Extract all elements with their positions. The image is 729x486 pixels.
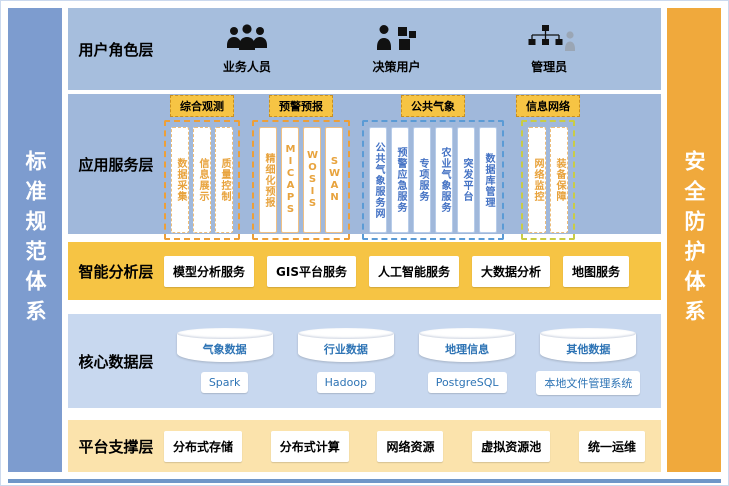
platform-service-box: 分布式存储 (164, 430, 243, 462)
app-service-pill: 预警应急服务 (391, 127, 409, 233)
app-group-public-weather: 公共气象 公共气象服务网 预警应急服务 专项服务 农业气象服务 突发平台 数据库… (362, 95, 504, 240)
app-service-pill: 数据库管理 (479, 127, 497, 233)
right-bar-label: 安全防护体系 (682, 150, 706, 330)
decision-user-icon (375, 24, 419, 56)
right-security-bar: 安全防护体系 (667, 8, 721, 472)
layer-intelligent-analysis: 智能分析层 模型分析服务 GIS平台服务 人工智能服务 大数据分析 地图服务 (68, 242, 661, 300)
layer-title: 核心数据层 (78, 352, 154, 371)
layer-title: 用户角色层 (78, 40, 154, 59)
role-decision-users: 决策用户 (373, 24, 421, 75)
platform-service-list: 分布式存储 分布式计算 网络资源 虚拟资源池 统一运维 (164, 430, 661, 462)
app-service-pill: 农业气象服务 (435, 127, 453, 233)
app-group-observation: 综合观测 数据采集 信息展示 质量控制 (164, 95, 240, 240)
app-group-box: 公共气象服务网 预警应急服务 专项服务 农业气象服务 突发平台 数据库管理 (362, 120, 504, 240)
app-group-header: 公共气象 (401, 95, 465, 117)
platform-service-box: 统一运维 (578, 430, 645, 462)
analysis-service-box: 模型分析服务 (164, 255, 255, 287)
app-service-pill: 数据采集 (171, 127, 189, 233)
role-label: 业务人员 (222, 59, 271, 74)
app-group-box: 数据采集 信息展示 质量控制 (164, 120, 240, 240)
role-administrator: 管理员 (522, 24, 576, 75)
app-group-list: 综合观测 数据采集 信息展示 质量控制 预警预报 精细化预报 MICAPS WO… (164, 88, 661, 240)
database-label: 地理信息 (445, 343, 490, 356)
analysis-service-box: GIS平台服务 (267, 255, 356, 287)
app-service-pill: SWAN (325, 127, 343, 233)
data-system-box: 本地文件管理系统 (536, 370, 641, 395)
database-label: 气象数据 (202, 343, 247, 356)
role-list: 业务人员 决策用户 (164, 23, 661, 75)
users-group-icon (224, 23, 270, 56)
layer-user-role: 用户角色层 业务人员 决策用户 (68, 8, 661, 90)
database-cylinder-icon: 气象数据 (176, 327, 273, 362)
admin-orgchart-icon (522, 24, 576, 56)
database-label: 行业数据 (323, 343, 368, 356)
role-label: 决策用户 (372, 59, 421, 74)
database-cylinder-icon: 其他数据 (540, 327, 637, 362)
layer-title: 智能分析层 (78, 262, 154, 281)
left-standards-bar: 标准规范体系 (8, 8, 62, 472)
analysis-service-box: 地图服务 (563, 255, 630, 287)
app-group-header: 综合观测 (170, 95, 234, 117)
app-group-header: 信息网络 (516, 95, 580, 117)
app-group-forecast: 预警预报 精细化预报 MICAPS WOSIS SWAN (252, 95, 350, 240)
role-label: 管理员 (531, 59, 568, 74)
analysis-service-box: 人工智能服务 (368, 255, 459, 287)
database-cylinder-icon: 地理信息 (419, 327, 516, 362)
layer-core-data: 核心数据层 气象数据 行业数据 地理信息 其他数据 Spark Hadoop P… (68, 314, 661, 408)
app-service-pill: 网络监控 (528, 127, 546, 233)
app-group-header: 预警预报 (269, 95, 333, 117)
data-system-box: Spark (200, 372, 249, 393)
app-service-pill: 精细化预报 (259, 127, 277, 233)
platform-service-box: 分布式计算 (270, 430, 349, 462)
layer-title: 平台支撑层 (78, 437, 154, 456)
analysis-service-list: 模型分析服务 GIS平台服务 人工智能服务 大数据分析 地图服务 (164, 255, 661, 287)
app-service-pill: 突发平台 (457, 127, 475, 233)
left-bar-label: 标准规范体系 (23, 150, 47, 330)
database-cylinder-icon: 行业数据 (297, 327, 394, 362)
analysis-service-box: 大数据分析 (472, 255, 551, 287)
app-service-pill: 专项服务 (413, 127, 431, 233)
layer-title: 应用服务层 (78, 155, 154, 174)
role-business-users: 业务人员 (222, 23, 271, 75)
app-service-pill: WOSIS (303, 127, 321, 233)
app-service-pill: 质量控制 (215, 127, 233, 233)
app-service-pill: 公共气象服务网 (369, 127, 387, 233)
app-service-pill: 信息展示 (193, 127, 211, 233)
database-label: 其他数据 (566, 343, 611, 356)
app-service-pill: MICAPS (281, 127, 299, 233)
platform-service-box: 网络资源 (377, 430, 444, 462)
bottom-border-strip (8, 479, 721, 483)
app-service-pill: 装备保障 (550, 127, 568, 233)
layer-application-service: 应用服务层 综合观测 数据采集 信息展示 质量控制 预警预报 精细化预报 MIC… (68, 94, 661, 240)
layer-platform-support: 平台支撑层 分布式存储 分布式计算 网络资源 虚拟资源池 统一运维 (68, 420, 661, 472)
data-system-box: Hadoop (316, 372, 376, 393)
app-group-info-network: 信息网络 网络监控 装备保障 (516, 95, 580, 240)
data-system-box: PostgreSQL (427, 372, 507, 393)
data-grid: 气象数据 行业数据 地理信息 其他数据 Spark Hadoop Postgre… (164, 323, 661, 400)
app-group-box: 精细化预报 MICAPS WOSIS SWAN (252, 120, 350, 240)
platform-service-box: 虚拟资源池 (472, 430, 551, 462)
app-group-box: 网络监控 装备保障 (521, 120, 575, 240)
